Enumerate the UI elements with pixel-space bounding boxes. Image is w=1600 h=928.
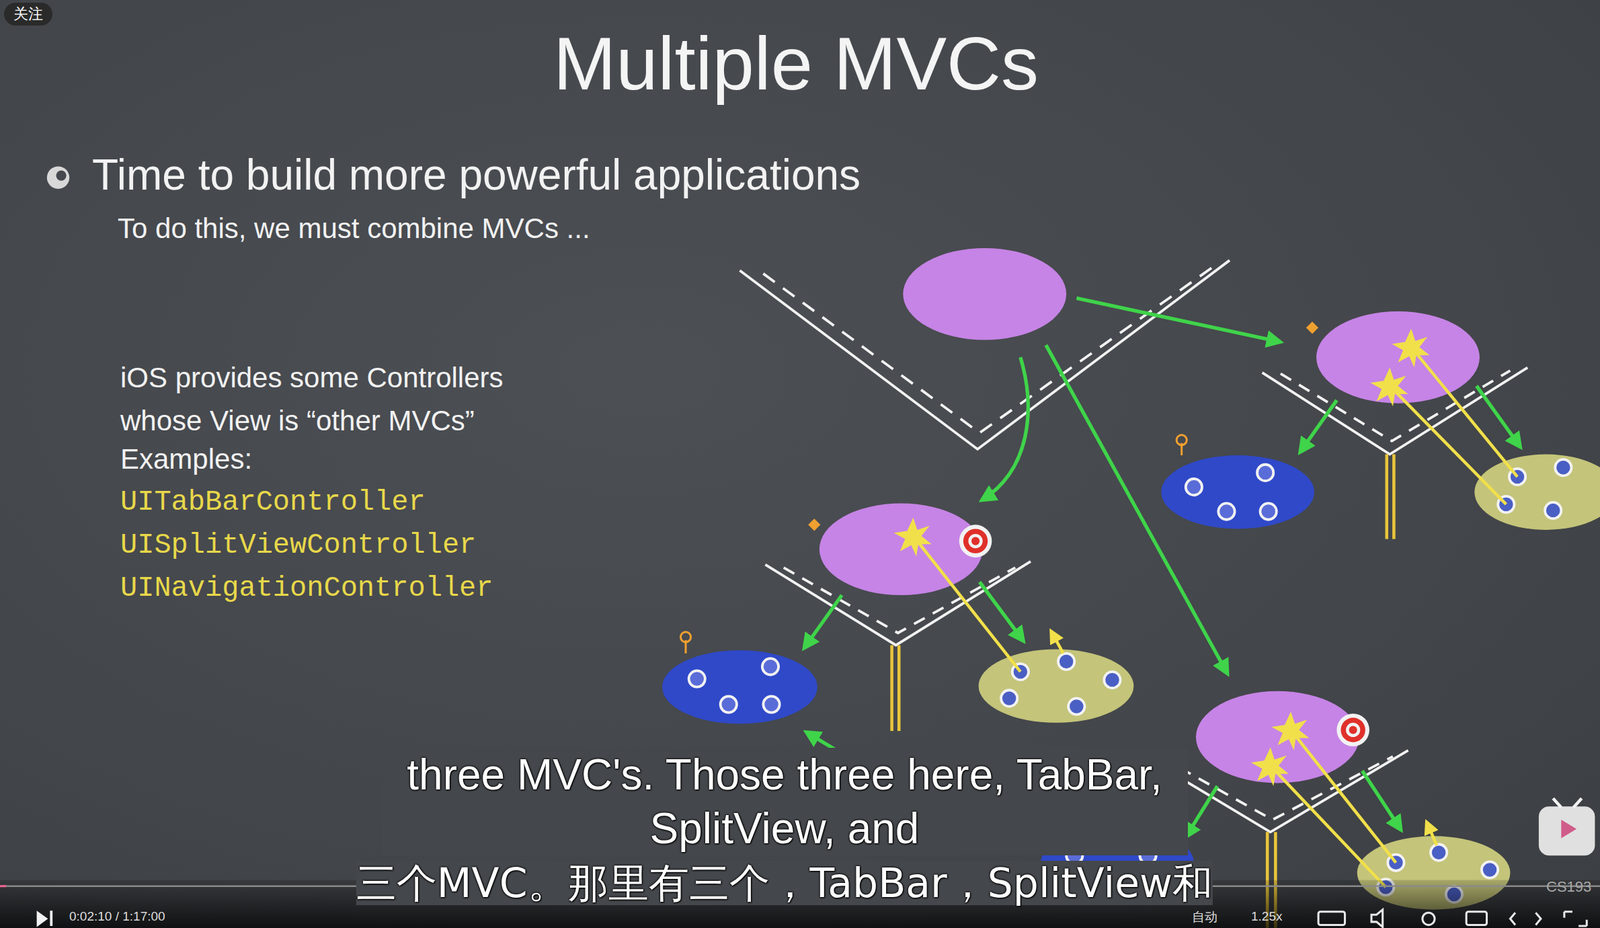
player-bar-part bbox=[0, 884, 7, 887]
right-mvc-part bbox=[1185, 464, 1277, 520]
right-mvc-part bbox=[1384, 454, 1389, 540]
right-mvc-part-part bbox=[1260, 502, 1277, 519]
player-bar-part-part bbox=[1318, 911, 1345, 926]
green-arrows-part bbox=[1076, 297, 1281, 342]
player-bar-part bbox=[1318, 909, 1587, 928]
right-mvc-part-part bbox=[1554, 459, 1572, 476]
middle-mvc-part bbox=[912, 535, 1020, 672]
right-mvc bbox=[1161, 311, 1600, 540]
middle-mvc-part bbox=[963, 528, 988, 553]
middle-mvc-part-part bbox=[720, 695, 737, 712]
middle-mvc-part bbox=[808, 518, 821, 531]
middle-mvc-part-part bbox=[762, 658, 779, 675]
middle-mvc-part bbox=[680, 631, 691, 643]
player-setting: 自动 bbox=[1191, 908, 1218, 925]
player-speed: 1.25x bbox=[1251, 908, 1283, 925]
middle-mvc bbox=[662, 502, 1134, 731]
subtitle-chinese: 三个MVC。那里有三个，TabBar，SplitView和 bbox=[356, 860, 1213, 905]
right-mvc-part bbox=[1392, 454, 1396, 540]
bottom-mvc-part-part bbox=[1481, 861, 1498, 878]
video-time: 0:02:10 / 1:17:00 bbox=[69, 908, 166, 925]
bottom-mvc-part bbox=[1271, 711, 1309, 751]
bottom-mvc-part bbox=[1185, 785, 1218, 837]
middle-mvc-part bbox=[819, 502, 983, 595]
middle-mvc-part bbox=[978, 649, 1135, 723]
slide-title: Multiple MVCs bbox=[0, 18, 1596, 109]
bullet-text: Time to build more powerful applications bbox=[92, 149, 861, 202]
player-bar-part-part bbox=[1371, 909, 1383, 928]
green-arrows-part bbox=[981, 356, 1028, 501]
watermark: CS193 bbox=[1546, 877, 1592, 896]
bottom-mvc-part bbox=[1362, 770, 1402, 830]
bottom-mvc-part bbox=[1349, 725, 1358, 734]
bottom-mvc-part bbox=[1251, 746, 1289, 786]
class-name: UINavigationController bbox=[120, 571, 494, 606]
middle-mvc-part-part bbox=[1103, 671, 1120, 688]
right-mvc-part bbox=[1476, 385, 1520, 448]
site-tv-icon bbox=[1538, 797, 1595, 856]
right-mvc-part bbox=[1391, 328, 1430, 368]
middle-mvc-part-part bbox=[689, 670, 706, 687]
class-name: UITabBarController bbox=[120, 485, 426, 519]
right-mvc-part bbox=[1176, 434, 1187, 446]
player-bar-part-part bbox=[1466, 911, 1487, 926]
bottom-mvc-part bbox=[1336, 713, 1370, 747]
note-text: Examples: bbox=[120, 442, 253, 476]
middle-mvc-part bbox=[897, 644, 901, 731]
bottom-mvc-part bbox=[1270, 765, 1387, 888]
site-tv-icon-part bbox=[1561, 819, 1577, 838]
middle-mvc-part bbox=[1050, 630, 1063, 653]
follow-button: 关注 bbox=[4, 2, 53, 26]
player-bar-part bbox=[49, 910, 53, 926]
middle-mvc-part bbox=[804, 594, 842, 649]
middle-mvc-part bbox=[689, 658, 780, 712]
green-arrows-part bbox=[1046, 344, 1228, 674]
top-mvc-part bbox=[902, 248, 1067, 341]
right-mvc-part bbox=[1411, 346, 1518, 477]
middle-mvc-part bbox=[968, 533, 983, 548]
middle-mvc-part-part bbox=[1058, 653, 1075, 670]
middle-mvc-part bbox=[959, 524, 993, 558]
middle-mvc-part bbox=[971, 537, 980, 546]
bottom-mvc-part bbox=[1345, 722, 1360, 737]
middle-mvc-part-part bbox=[763, 695, 780, 712]
middle-mvc-part bbox=[1001, 653, 1121, 715]
player-bar-part bbox=[36, 910, 49, 927]
right-mvc-part bbox=[1161, 455, 1315, 529]
middle-mvc-part bbox=[890, 644, 894, 731]
right-mvc-part bbox=[1370, 367, 1408, 407]
subtitle-english: three MVC's. Those three here, TabBar, S… bbox=[381, 747, 1188, 856]
middle-mvc-part bbox=[894, 517, 932, 557]
bottom-mvc-part bbox=[1426, 821, 1437, 846]
right-mvc-part-part bbox=[1218, 502, 1235, 519]
site-tv-icon-part bbox=[1552, 797, 1582, 808]
right-mvc-part bbox=[1306, 321, 1319, 334]
bullet-mark-part bbox=[55, 170, 66, 181]
player-bar-part-part bbox=[1564, 911, 1587, 926]
bottom-mvc-part bbox=[1340, 717, 1365, 742]
player-bar-part-part bbox=[1509, 912, 1541, 925]
middle-mvc-part bbox=[662, 650, 818, 724]
middle-mvc-part-part bbox=[1001, 689, 1018, 706]
top-mvc bbox=[739, 248, 1230, 450]
note-text: iOS provides some Controllers whose View… bbox=[120, 356, 578, 443]
site-tv-icon-part bbox=[1538, 806, 1595, 856]
sub-bullet-text: To do this, we must combine MVCs ... bbox=[117, 211, 591, 246]
class-name: UISplitViewController bbox=[120, 528, 476, 563]
right-mvc-part-part bbox=[1257, 464, 1274, 481]
middle-mvc-part bbox=[979, 581, 1024, 641]
bullet-mark-part bbox=[47, 166, 70, 189]
bottom-mvc-part-part bbox=[1430, 844, 1447, 861]
right-mvc-part-part bbox=[1544, 502, 1562, 519]
middle-mvc-part-part bbox=[1068, 697, 1085, 714]
bullet-mark bbox=[47, 166, 70, 189]
player-bar-part-part bbox=[1422, 912, 1435, 925]
right-mvc-part-part bbox=[1185, 478, 1203, 495]
right-mvc-part bbox=[1300, 400, 1338, 452]
